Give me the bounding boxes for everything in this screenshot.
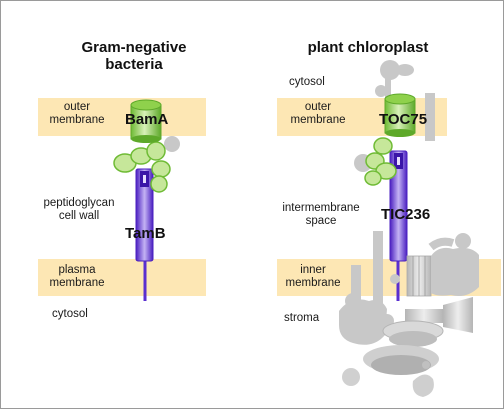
label-toc75: TOC75 [379, 111, 428, 128]
label-right-cytosol: cytosol [289, 76, 325, 88]
title-chloroplast: plant chloroplast [307, 39, 429, 56]
label-right-outer-membrane: outer membrane [290, 101, 346, 126]
label-intermembrane-space: intermembrane space [282, 202, 360, 227]
inner-membrane-grey-complex [339, 231, 479, 397]
toc75-protein-graphic [364, 93, 416, 186]
left-outer-membrane-band [38, 98, 206, 136]
cytosolic-grey-blobs [354, 60, 435, 172]
label-left-outer-membrane: outer membrane [49, 101, 105, 126]
tic236-protein-graphic [389, 150, 408, 301]
left-plasma-membrane-band [38, 259, 206, 296]
label-plasma-membrane: plasma membrane [49, 264, 105, 289]
right-outer-membrane-band [277, 98, 447, 136]
title-bacteria: Gram-negative bacteria [81, 39, 187, 73]
label-inner-membrane: inner membrane [285, 264, 341, 289]
label-peptidoglycan: peptidoglycan cell wall [43, 197, 115, 222]
tamb-protein-graphic [135, 168, 154, 301]
label-tic236: TIC236 [381, 206, 431, 223]
label-left-cytosol: cytosol [52, 308, 88, 320]
label-stroma: stroma [284, 312, 320, 324]
bama-protein-graphic [113, 99, 180, 193]
label-bama: BamA [125, 111, 169, 128]
label-tamb: TamB [125, 225, 166, 242]
